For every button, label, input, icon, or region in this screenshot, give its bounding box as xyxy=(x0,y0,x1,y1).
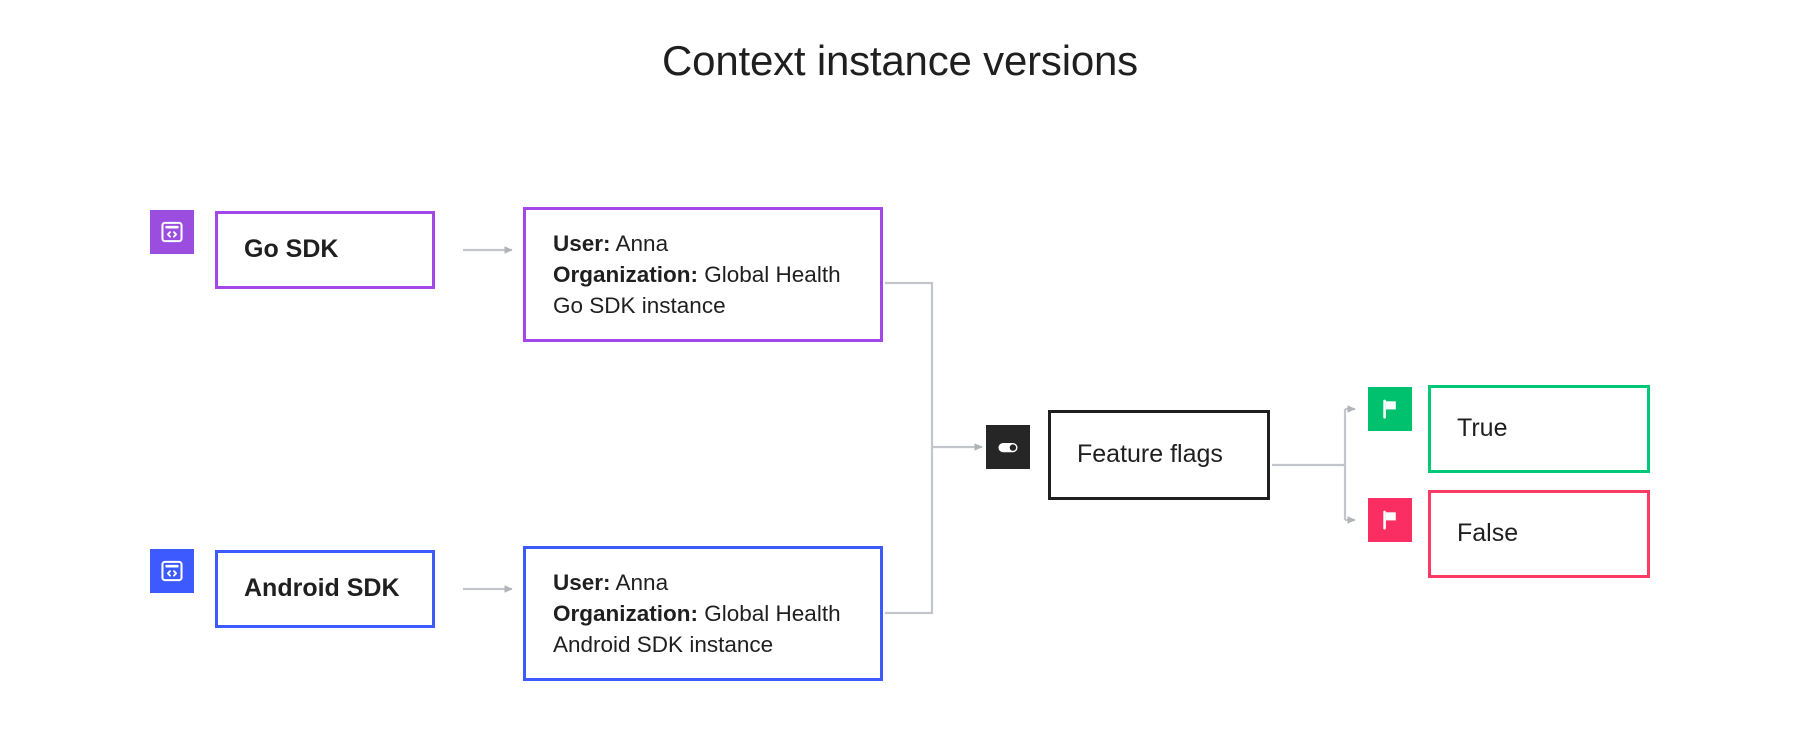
node-feature-flags[interactable]: Feature flags xyxy=(1048,410,1270,500)
instance-line-organization-value: Global Health xyxy=(698,262,841,287)
instance-line-name-value: Go SDK instance xyxy=(553,293,726,318)
code-window-icon xyxy=(150,210,194,254)
node-go-sdk-label: Go SDK xyxy=(244,235,339,264)
instance-line-name: Go SDK instance xyxy=(553,290,880,321)
node-android-sdk-instance[interactable]: User: Anna Organization: Global Health A… xyxy=(523,546,883,681)
connector-instances-merge xyxy=(885,281,983,615)
node-android-sdk-label: Android SDK xyxy=(244,574,400,603)
code-window-icon xyxy=(150,549,194,593)
node-outcome-false-label: False xyxy=(1457,519,1519,548)
node-outcome-true[interactable]: True xyxy=(1428,385,1650,473)
node-feature-flags-label: Feature flags xyxy=(1077,440,1223,469)
instance-line-name-value: Android SDK instance xyxy=(553,632,774,657)
instance-line-user-value: Anna xyxy=(610,570,669,595)
instance-line-organization-key: Organization: xyxy=(553,262,698,287)
toggle-icon xyxy=(986,425,1030,469)
node-outcome-false[interactable]: False xyxy=(1428,490,1650,578)
instance-line-user: User: Anna xyxy=(553,567,880,598)
instance-line-user-key: User: xyxy=(553,231,611,256)
page-title: Context instance versions xyxy=(662,37,1138,84)
flag-icon xyxy=(1368,387,1412,431)
flag-icon xyxy=(1368,498,1412,542)
instance-line-user: User: Anna xyxy=(553,228,880,259)
node-android-sdk[interactable]: Android SDK xyxy=(215,550,435,628)
instance-line-name: Android SDK instance xyxy=(553,629,880,660)
instance-line-organization: Organization: Global Health xyxy=(553,598,880,629)
instance-line-organization-key: Organization: xyxy=(553,601,698,626)
instance-line-user-key: User: xyxy=(553,570,611,595)
node-go-sdk-instance[interactable]: User: Anna Organization: Global Health G… xyxy=(523,207,883,342)
instance-line-organization-value: Global Health xyxy=(698,601,841,626)
node-outcome-true-label: True xyxy=(1457,414,1508,443)
connector-feature-flags-split xyxy=(1272,405,1356,524)
instance-line-organization: Organization: Global Health xyxy=(553,259,880,290)
instance-line-user-value: Anna xyxy=(610,231,669,256)
node-go-sdk[interactable]: Go SDK xyxy=(215,211,435,289)
